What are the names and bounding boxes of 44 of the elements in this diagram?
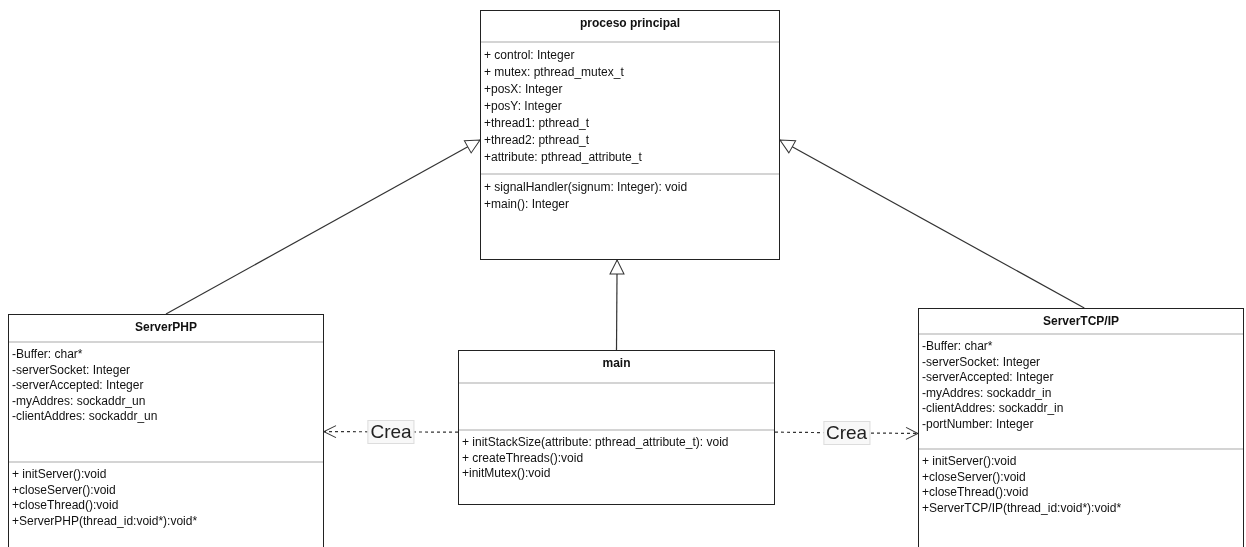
member-text: +closeThread():void [12, 498, 120, 514]
member-text: -serverSocket: Integer [922, 354, 1042, 370]
member-text: + signalHandler(signum: Integer): void [484, 179, 689, 196]
member-text: -serverAccepted: Integer [922, 370, 1055, 386]
member-text: -serverAccepted: Integer [12, 378, 145, 394]
member-text: +closeThread():void [922, 485, 1030, 501]
member-text: -serverSocket: Integer [12, 362, 132, 378]
class-box [8, 314, 324, 547]
inheritance-arrow [609, 259, 625, 351]
member-text: +thread1: pthread_t [484, 115, 591, 132]
member-text: +ServerPHP(thread_id:void*):void* [12, 513, 199, 529]
member-text: -clientAddres: sockaddr_un [12, 409, 159, 425]
member-text: +thread2: pthread_t [484, 132, 591, 149]
inheritance-arrow [165, 139, 481, 315]
class-name: ServerTCP/IP [1041, 313, 1120, 328]
member-text: +closeServer():void [12, 482, 117, 498]
class-box [918, 308, 1244, 547]
member-text: -portNumber: Integer [922, 416, 1035, 432]
edge-label: Crea [367, 419, 415, 444]
member-text: + initServer():void [922, 454, 1018, 470]
member-text: + mutex: pthread_mutex_t [484, 64, 625, 81]
member-text: +initMutex():void [462, 466, 552, 482]
member-text: + control: Integer [484, 47, 576, 64]
member-text: + initServer():void [12, 467, 108, 483]
inheritance-arrow [779, 139, 1085, 309]
member-text: -myAddres: sockaddr_in [922, 385, 1053, 401]
member-text: -clientAddres: sockaddr_in [922, 401, 1065, 417]
member-text: + initStackSize(attribute: pthread_attribute_t): void [462, 435, 730, 451]
member-text: + createThreads():void [462, 450, 585, 466]
member-text: -myAddres: sockaddr_un [12, 393, 147, 409]
member-text: +posY: Integer [484, 98, 563, 115]
edge-label: Crea [822, 420, 871, 445]
class-box [458, 350, 775, 505]
member-text: +main(): Integer [484, 196, 571, 213]
member-text: -Buffer: char* [12, 347, 84, 363]
class-name: ServerPHP [133, 319, 198, 334]
class-name: main [601, 355, 632, 370]
member-text: +attribute: pthread_attribute_t [484, 149, 643, 166]
member-text: +posX: Integer [484, 81, 564, 98]
member-text: +ServerTCP/IP(thread_id:void*):void* [922, 500, 1123, 516]
member-text: -Buffer: char* [922, 339, 994, 355]
class-name: proceso principal [579, 15, 681, 30]
member-text: +closeServer():void [922, 469, 1027, 485]
class-box [480, 10, 780, 260]
